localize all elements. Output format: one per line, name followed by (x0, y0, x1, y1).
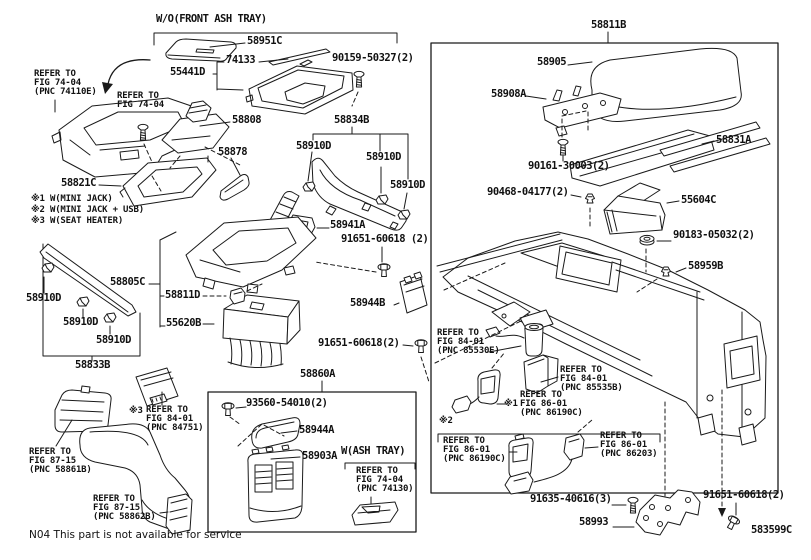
label-90183-05032: 90183-05032(2) (673, 229, 755, 241)
label-58805c: 58805C (110, 276, 145, 288)
part-58833b-drawing (39, 243, 137, 317)
label-58833b: 58833B (75, 359, 110, 371)
part-58834b-drawing (311, 157, 407, 231)
construction-lines (143, 91, 726, 517)
label-58910d-3: 58910D (390, 179, 425, 191)
label-58811b: 58811B (591, 19, 626, 31)
label-91635-40616: 91635-40616(3) (530, 493, 612, 505)
label-58860a: 58860A (300, 368, 335, 380)
box-58811b (430, 42, 779, 494)
diagram-code: 583599C (751, 524, 792, 536)
box-58860a (207, 391, 417, 533)
part-58903a-drawing (247, 444, 304, 523)
label-58821c: 58821C (61, 177, 96, 189)
label-wo-front-ash-tray: W/O(FRONT ASH TRAY) (156, 13, 267, 25)
label-55620b: 55620B (166, 317, 201, 329)
label-legend-2: ※2 W(MINI JACK + USB) (31, 205, 144, 215)
part-85530e-outlet-drawing (485, 323, 544, 357)
part-55620b-drawing (222, 294, 301, 368)
label-58993: 58993 (579, 516, 609, 528)
part-55604c-drawing (603, 182, 666, 235)
label-58910d-6: 58910D (96, 334, 131, 346)
label-ref-86203: REFER TO FIG 86-01 (PNC 86203) (600, 431, 658, 459)
part-58861b-vent-drawing (54, 385, 112, 433)
part-58862b-duct-drawing (79, 423, 193, 535)
part-58805c-drawing (185, 216, 317, 294)
label-58905: 58905 (537, 56, 567, 68)
label-90159-50327: 90159-50327(2) (332, 52, 414, 64)
label-91651-60618-a: 91651-60618 (2) (341, 233, 429, 245)
part-86203-harness-drawing (504, 433, 585, 495)
leader-lines (43, 42, 737, 528)
label-58834b: 58834B (334, 114, 369, 126)
part-58951c-drawing (165, 38, 237, 62)
label-ref-58861b: REFER TO FIG 87-15 (PNC 58861B) (29, 447, 92, 475)
label-90468-04177: 90468-04177(2) (487, 186, 569, 198)
label-ref-86190c-2: REFER TO FIG 86-01 (PNC 86190C) (443, 436, 506, 464)
part-58993-drawing (635, 489, 701, 536)
label-58811d: 58811D (165, 289, 200, 301)
label-58910d-5: 58910D (63, 316, 98, 328)
label-sym3: ※3 (129, 406, 143, 416)
label-ref-85530e: REFER TO FIG 84-01 (PNC 85530E) (437, 328, 500, 356)
part-58944b-drawing (399, 271, 428, 314)
label-ref-85535b: REFER TO FIG 84-01 (PNC 85535B) (560, 365, 623, 393)
label-58944a: 58944A (299, 424, 334, 436)
label-58910d-4: 58910D (26, 292, 61, 304)
label-ref-84751: REFER TO FIG 84-01 (PNC 84751) (146, 405, 204, 433)
curved-arrow (102, 59, 151, 94)
label-58808: 58808 (232, 114, 262, 126)
footer-note: N04 This part is not available for servi… (29, 529, 242, 541)
part-74133-drawing (245, 48, 354, 115)
label-sym1: ※1 (504, 399, 518, 409)
label-58910d-2: 58910D (366, 151, 401, 163)
label-w-ash-tray: W(ASH TRAY) (341, 445, 406, 457)
label-91651-60618-c: 91651-60618(2) (703, 489, 785, 501)
label-58951c: 58951C (247, 35, 282, 47)
label-58903a: 58903A (302, 450, 337, 462)
label-58944b: 58944B (350, 297, 385, 309)
part-ecu-84751-drawing (135, 367, 179, 407)
label-93560-54010: 93560-54010(2) (246, 397, 328, 409)
label-91651-60618-b: 91651-60618(2) (318, 337, 400, 349)
part-58905-armrest-drawing (590, 47, 742, 122)
part-58821c-drawing (119, 155, 217, 207)
part-58878-drawing (219, 174, 250, 201)
label-legend-1: ※1 W(MINI JACK) (31, 194, 113, 204)
label-58910d-1: 58910D (296, 140, 331, 152)
part-58811d-drawing (229, 287, 246, 305)
label-ref-74-04: REFER TO FIG 74-04 (117, 91, 164, 110)
label-58878: 58878 (218, 146, 248, 158)
label-58831a: 58831A (716, 134, 751, 146)
part-86190c-socket-1-drawing (451, 369, 501, 414)
part-58808-drawing (161, 100, 230, 154)
label-55441d: 55441D (170, 66, 205, 78)
label-58941a: 58941A (330, 219, 365, 231)
label-ref-58862b: REFER TO FIG 87-15 (PNC 58862B) (93, 494, 156, 522)
ash-tray-sketch-drawing (351, 501, 399, 526)
label-sym2: ※2 (439, 416, 453, 426)
label-ref-86190c-1: REFER TO FIG 86-01 (PNC 86190C) (520, 390, 583, 418)
group-brackets (42, 31, 779, 533)
label-legend-3: ※3 W(SEAT HEATER) (31, 216, 124, 226)
label-74133: 74133 (226, 54, 256, 66)
label-55604c: 55604C (681, 194, 716, 206)
label-90161-30003: 90161-30003(2) (528, 160, 610, 172)
label-58908a: 58908A (491, 88, 526, 100)
label-58959b: 58959B (688, 260, 723, 272)
console-body-drawing (436, 231, 767, 446)
part-58831a-drawing (569, 121, 771, 187)
label-ref-74130: REFER TO FIG 74-04 (PNC 74130) (356, 466, 414, 494)
label-ref-74110e: REFER TO FIG 74-04 (PNC 74110E) (34, 69, 97, 97)
